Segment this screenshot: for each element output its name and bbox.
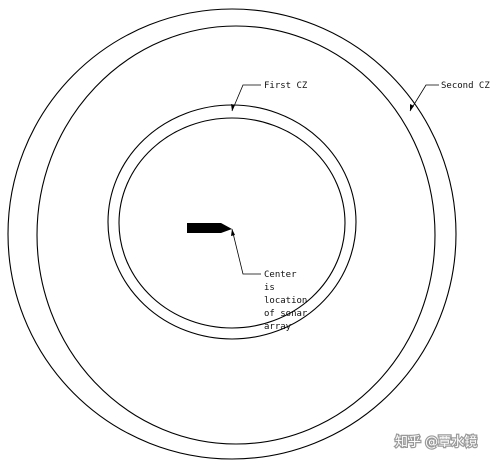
center-pointer [231, 228, 261, 275]
first-cz-inner-ring [118, 117, 346, 329]
watermark: 知乎 @覃水镜 [394, 433, 479, 451]
center-label-line-5: array [264, 322, 292, 332]
second-cz-label: Second CZ [441, 81, 490, 91]
second-cz-inner-ring [36, 25, 436, 445]
center-label-line-2: is [264, 283, 275, 293]
watermark-text: 知乎 @覃水镜 [395, 434, 477, 450]
first-cz-outer-ring [107, 104, 357, 340]
second-cz-outer-ring [7, 8, 457, 460]
center-label-line-1: Center [264, 270, 297, 280]
first-cz-label: First CZ [264, 81, 308, 91]
first-cz-pointer [231, 84, 261, 112]
second-cz-pointer [409, 84, 439, 112]
center-label-line-4: of sonar [264, 309, 308, 319]
ship-icon [187, 223, 232, 233]
center-label-line-3: location [264, 296, 307, 306]
